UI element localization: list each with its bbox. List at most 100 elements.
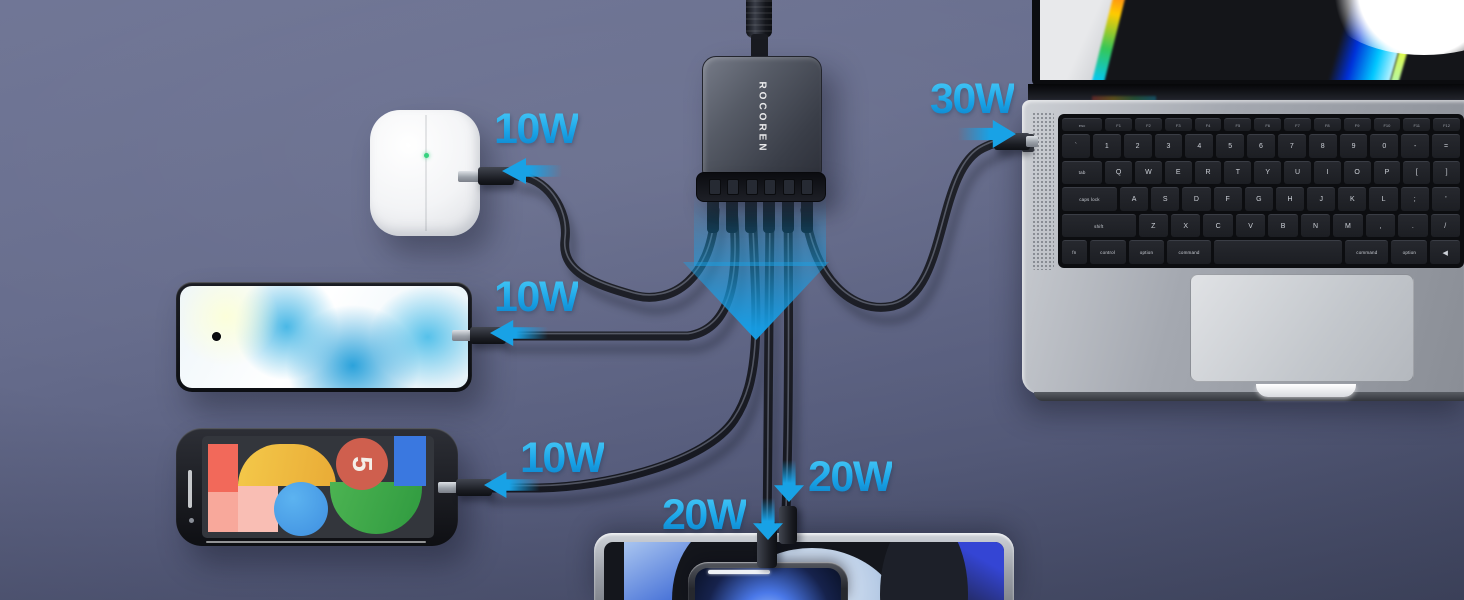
keyboard-key: S xyxy=(1151,187,1180,211)
keyboard-key: F10 xyxy=(1373,118,1401,131)
airpods-status-led xyxy=(423,152,429,158)
charger-port xyxy=(709,179,721,195)
power-label-iphone: 20W xyxy=(808,453,893,501)
keyboard-key: ] xyxy=(1433,160,1460,185)
keyboard-key: esc xyxy=(1062,118,1103,131)
samsung-screen xyxy=(180,286,468,388)
pixel-earpiece xyxy=(188,470,192,508)
macbook-screen xyxy=(1032,0,1464,86)
keyboard-key: 6 xyxy=(1247,134,1275,158)
keyboard-key: Y xyxy=(1254,160,1282,185)
keyboard-key: - xyxy=(1401,134,1430,158)
keyboard-key: ` xyxy=(1062,134,1090,158)
power-cord-ribs xyxy=(746,0,772,38)
keyboard-key: option xyxy=(1391,240,1428,264)
power-cord xyxy=(746,0,772,38)
keyboard-key: E xyxy=(1164,160,1192,185)
keyboard-key: F xyxy=(1213,187,1242,211)
charger-port xyxy=(727,179,740,195)
power-label-airpods: 10W xyxy=(494,105,579,153)
pixel-wallpaper-shape xyxy=(208,444,238,492)
cable-macbook xyxy=(800,136,1007,312)
iphone-speaker-line xyxy=(708,570,770,574)
keyboard-key: 3 xyxy=(1154,134,1183,158)
keyboard-key: caps lock xyxy=(1062,187,1117,211)
pixel-wallpaper-shape xyxy=(274,482,328,536)
charger-port xyxy=(745,179,758,195)
pixel-wallpaper-shape xyxy=(238,444,336,486)
usb-connector-pixel xyxy=(456,479,492,496)
wattage-text-ipad: 20W xyxy=(662,491,747,539)
keyboard-key: C xyxy=(1203,213,1233,238)
wattage-text-macbook: 30W xyxy=(930,75,1015,123)
usb-tip-macbook xyxy=(1026,136,1038,147)
samsung-camera-dot xyxy=(211,331,221,341)
keyboard-key: U xyxy=(1284,160,1311,185)
keyboard-key: H xyxy=(1275,187,1305,211)
macbook-hinge xyxy=(1028,84,1464,102)
keyboard-key: = xyxy=(1432,134,1460,158)
wattage-text-airpods: 10W xyxy=(494,105,579,153)
pixel-camera-dot xyxy=(189,518,194,523)
usb-tip-pixel xyxy=(438,482,458,493)
keyboard-key: 8 xyxy=(1308,134,1337,158)
keyboard-key: B xyxy=(1268,213,1298,238)
keyboard-key: F4 xyxy=(1194,118,1222,131)
keyboard-key: F5 xyxy=(1224,118,1252,131)
pixel-wallpaper-number: 5 xyxy=(346,456,378,472)
keyboard-key: 0 xyxy=(1370,134,1399,158)
keyboard-key: shift xyxy=(1062,213,1136,238)
keyboard-key: N xyxy=(1300,213,1331,238)
power-label-ipad: 20W xyxy=(662,491,747,539)
keyboard-key: L xyxy=(1369,187,1398,211)
usb-tip-airpods xyxy=(458,171,480,182)
macbook-lid-notch xyxy=(1256,384,1356,397)
wattage-text-iphone: 20W xyxy=(808,453,893,501)
pixel-edge-highlight xyxy=(206,541,426,543)
charger-body: ROCOREN xyxy=(702,56,822,178)
power-label-macbook: 30W xyxy=(930,75,1015,123)
samsung-phone xyxy=(176,282,472,392)
ipad-wallpaper-shape xyxy=(880,542,968,600)
keyboard-key: 5 xyxy=(1216,134,1245,158)
charger-port xyxy=(764,179,777,195)
keyboard-key: F3 xyxy=(1164,118,1192,131)
keyboard-key: F12 xyxy=(1433,118,1460,131)
keyboard-key: F1 xyxy=(1105,118,1133,131)
keyboard-key: R xyxy=(1194,160,1222,185)
keyboard-key: tab xyxy=(1062,160,1103,185)
charger-port xyxy=(782,179,795,195)
keyboard-key: G xyxy=(1244,187,1273,211)
pixel-wallpaper-shape xyxy=(330,482,422,534)
keyboard-key: 9 xyxy=(1339,134,1368,158)
keyboard-key: F8 xyxy=(1313,118,1341,131)
keyboard-key: P xyxy=(1373,160,1401,185)
keyboard-key: F7 xyxy=(1284,118,1311,131)
keyboard-key: F2 xyxy=(1135,118,1162,131)
charger-brand-text: ROCOREN xyxy=(756,80,768,154)
macbook-speaker-grille xyxy=(1032,112,1054,270)
macbook-front-edge xyxy=(1034,392,1464,401)
keyboard-key: ' xyxy=(1431,187,1461,211)
charger-port-bar xyxy=(696,172,826,202)
pixel-wallpaper-badge: 5 xyxy=(336,438,388,490)
keyboard-key: K xyxy=(1338,187,1367,211)
keyboard-key: I xyxy=(1313,160,1341,185)
keyboard-key: 2 xyxy=(1123,134,1152,158)
keyboard-key: ◀ xyxy=(1430,240,1460,264)
pixel-phone: 5 xyxy=(176,428,458,546)
pixel-screen: 5 xyxy=(202,436,434,538)
usb-tip-samsung xyxy=(452,330,472,341)
keyboard-key: X xyxy=(1171,213,1201,238)
keyboard-key xyxy=(1213,240,1343,264)
iphone xyxy=(688,562,848,600)
wattage-text-samsung: 10W xyxy=(494,273,579,321)
pixel-wallpaper-shape xyxy=(394,436,426,486)
keyboard-key: D xyxy=(1182,187,1211,211)
